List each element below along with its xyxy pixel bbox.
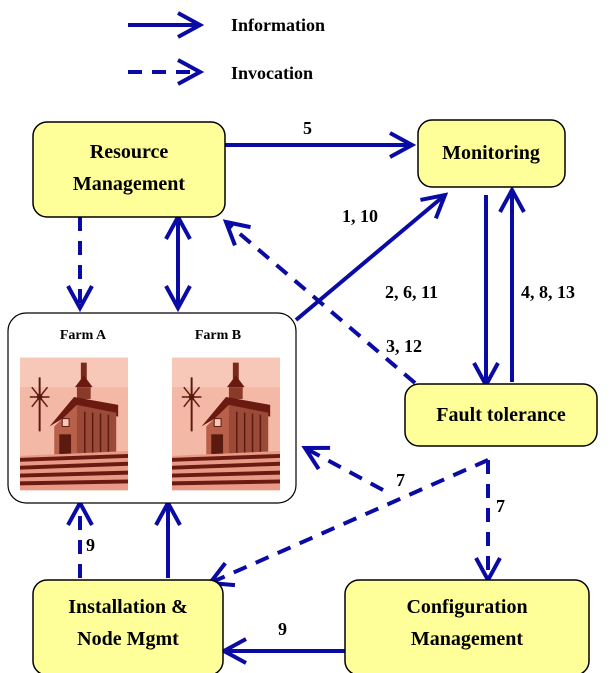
farm-container: Farm A Farm B [7, 312, 297, 504]
monitoring-label: Monitoring [442, 142, 540, 164]
arrow-ft-to-farm [305, 448, 384, 492]
installation-node: Installation & Node Mgmt [32, 579, 224, 673]
edge-label-install-farm-a: 9 [86, 535, 95, 555]
edge-label-ft-config: 7 [496, 496, 505, 516]
farm-a-label: Farm A [60, 328, 107, 343]
farm-barn-icon [20, 358, 128, 491]
edge-label-monitoring-ft: 2, 6, 11 [385, 282, 438, 302]
configuration-management-node: Configuration Management [344, 579, 590, 673]
monitoring-node: Monitoring [417, 119, 566, 188]
legend-invocation-label: Invocation [231, 63, 313, 83]
edge-label-ft-monitoring: 4, 8, 13 [521, 282, 575, 302]
edge-label-rm-monitoring: 5 [303, 118, 312, 138]
farm-b-label: Farm B [195, 328, 241, 343]
edge-label-ft-rm: 3, 12 [386, 336, 422, 356]
edge-label-ft-farm: 7 [396, 470, 405, 490]
edge-label-config-install: 9 [278, 619, 287, 639]
configuration-management-label-1: Configuration [406, 596, 527, 618]
legend: Information Invocation [128, 15, 325, 83]
resource-management-label-1: Resource [90, 141, 169, 163]
legend-information-label: Information [231, 15, 325, 35]
configuration-management-label-2: Management [411, 628, 524, 650]
resource-management-node: Resource Management [32, 121, 226, 218]
resource-management-label-2: Management [73, 173, 186, 195]
fault-tolerance-label: Fault tolerance [436, 404, 566, 426]
arrow-ft-to-installation [210, 458, 489, 583]
installation-label-2: Node Mgmt [77, 628, 179, 650]
edge-label-farm-monitoring: 1, 10 [342, 206, 378, 226]
fault-tolerance-node: Fault tolerance [404, 383, 598, 447]
farm-barn-icon [172, 358, 280, 491]
arrow-ft-to-rm [226, 222, 417, 385]
arrow-farm-to-monitoring [294, 195, 445, 322]
installation-label-1: Installation & [68, 596, 187, 618]
